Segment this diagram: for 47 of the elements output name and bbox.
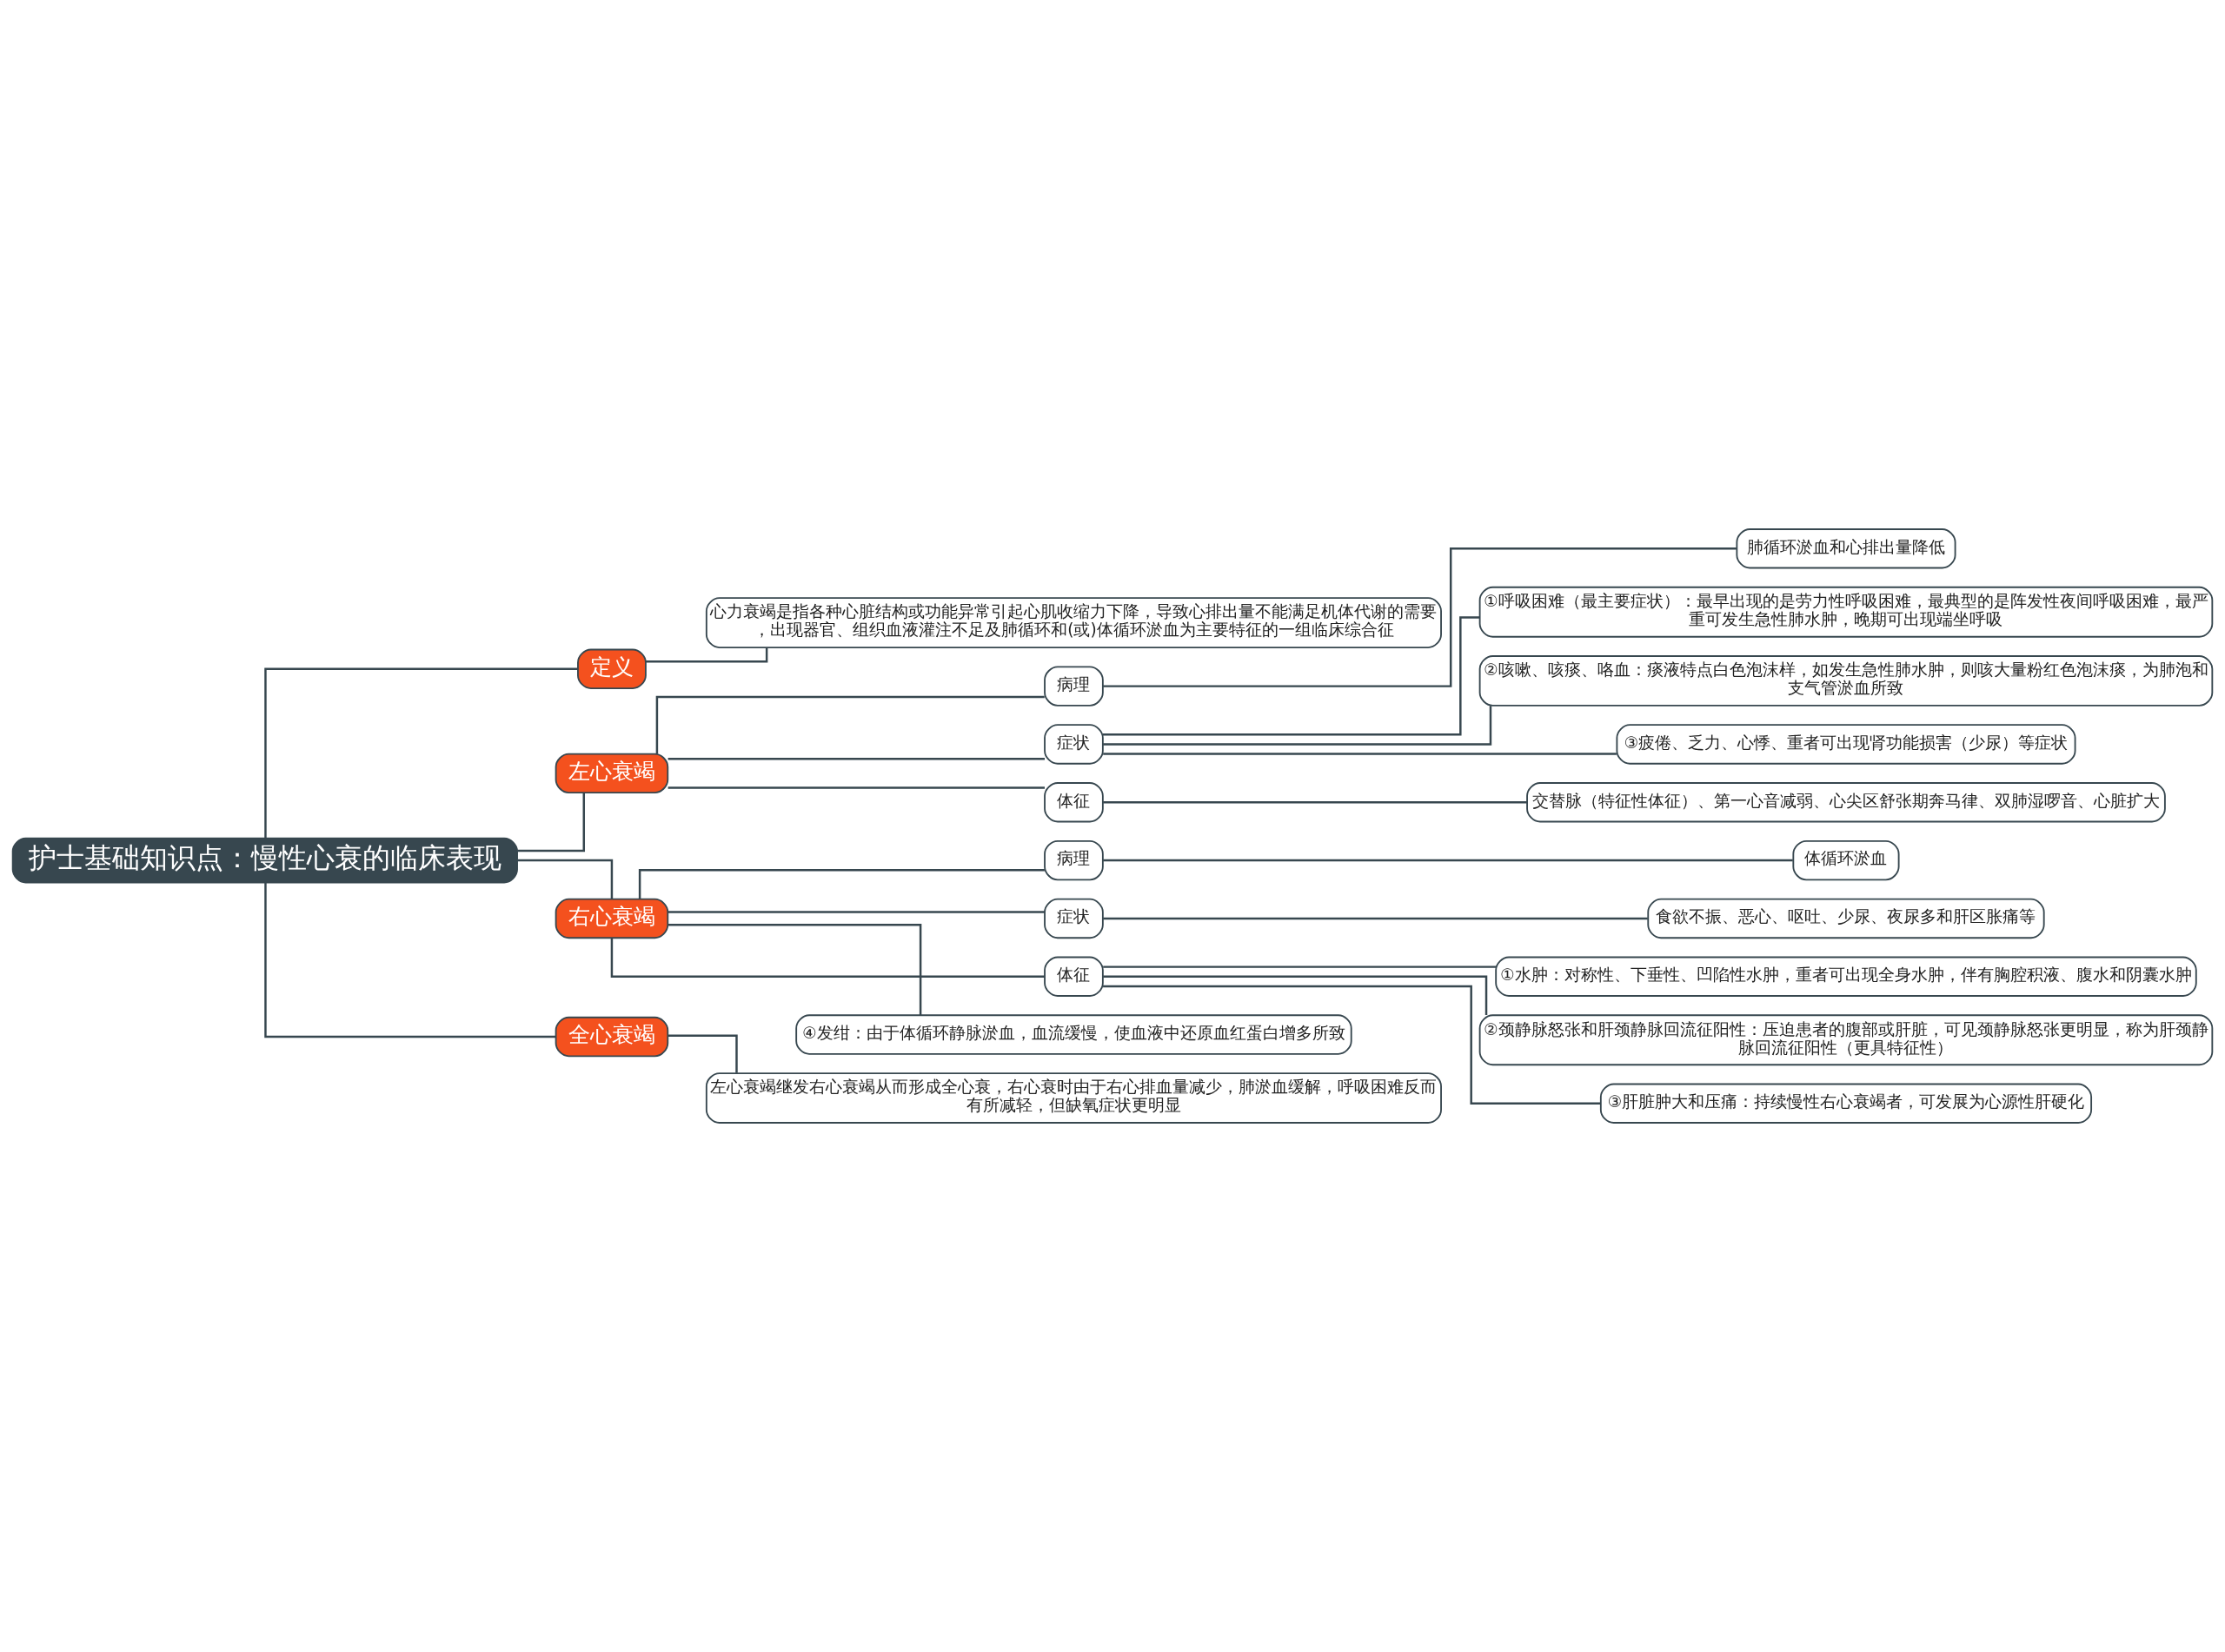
connector bbox=[646, 647, 768, 663]
node-box: 交替脉（特征性体征）、第一心音减弱、心尖区舒张期奔马律、双肺湿啰音、心脏扩大 bbox=[1526, 782, 2166, 823]
connector bbox=[517, 859, 614, 899]
node-box: 左心衰竭继发右心衰竭从而形成全心衰，右心衰时由于右心排血量减少，肺淤血缓解，呼吸困难反而有所减轻，但缺氧症状更明显 bbox=[705, 1072, 1442, 1124]
connector bbox=[668, 786, 1046, 789]
node-box: 症状 bbox=[1044, 724, 1104, 765]
node-box: 心力衰竭是指各种心脏结构或功能异常引起心肌收缩力下降，导致心排出量不能满足机体代谢的需要，出现器官、组织血液灌注不足及肺循环和(或)体循环淤血为主要特征的一组临床综合征 bbox=[705, 597, 1442, 648]
node-box: 肺循环淤血和心排出量降低 bbox=[1736, 528, 1956, 569]
connector bbox=[638, 869, 1045, 899]
node-box: ③疲倦、乏力、心悸、重者可出现肾功能损害（少尿）等症状 bbox=[1616, 724, 2076, 765]
connector bbox=[264, 882, 556, 1038]
connector bbox=[1103, 547, 1737, 687]
connector bbox=[1103, 859, 1793, 862]
connector bbox=[1103, 917, 1648, 920]
node-box: ④发绀：由于体循环静脉淤血，血流缓慢，使血液中还原血红蛋白增多所致 bbox=[795, 1014, 1352, 1055]
connector bbox=[1102, 616, 1480, 736]
connector bbox=[655, 695, 1045, 754]
connector bbox=[1103, 801, 1527, 804]
connector bbox=[1103, 965, 1496, 968]
node-box: 体循环淤血 bbox=[1792, 839, 1900, 881]
connector bbox=[668, 1034, 738, 1073]
connector bbox=[668, 911, 1046, 913]
node-box: 体征 bbox=[1044, 782, 1104, 823]
node-box: 定义 bbox=[577, 648, 647, 690]
connector bbox=[1103, 975, 1488, 1015]
node-box: 右心衰竭 bbox=[555, 898, 669, 939]
node-box: 病理 bbox=[1044, 839, 1104, 881]
node-box: ②咳嗽、咳痰、咯血：痰液特点白色泡沫样，如发生急性肺水肿，则咳大量粉红色泡沫痰，为肺泡和支气管淤血所致 bbox=[1478, 655, 2214, 707]
node-box: ②颈静脉怒张和肝颈静脉回流征阳性：压迫患者的腹部或肝脏，可见颈静脉怒张更明显，称为肝颈静脉回流征阳性（更具特征性） bbox=[1478, 1014, 2214, 1066]
node-box: ①呼吸困难（最主要症状）：最早出现的是劳力性呼吸困难，最典型的是阵发性夜间呼吸困难，最严重可发生急性肺水肿，晚期可出现端坐呼吸 bbox=[1478, 586, 2214, 638]
connector bbox=[668, 924, 922, 1015]
node-box: ③肝脏肿大和压痛：持续慢性右心衰竭者，可发展为心源性肝硬化 bbox=[1599, 1083, 2093, 1124]
node-box: 全心衰竭 bbox=[555, 1016, 669, 1058]
node-box: 食欲不振、恶心、呕吐、少尿、夜尿多和肝区胀痛等 bbox=[1647, 898, 2045, 939]
node-box: 症状 bbox=[1044, 898, 1104, 939]
connector bbox=[1103, 753, 1617, 755]
node-box: 左心衰竭 bbox=[555, 753, 669, 794]
connector bbox=[610, 938, 1045, 978]
node-box: 体征 bbox=[1044, 956, 1104, 997]
connector bbox=[1103, 706, 1492, 746]
connector bbox=[1103, 985, 1601, 1105]
node-box: ①水肿：对称性、下垂性、凹陷性水肿，重者可出现全身水肿，伴有胸腔积液、腹水和阴囊水肿 bbox=[1495, 956, 2197, 997]
connector bbox=[264, 667, 578, 839]
node-box: 病理 bbox=[1044, 666, 1104, 707]
connector bbox=[668, 757, 1046, 760]
connector bbox=[517, 793, 585, 853]
node-box: 护士基础知识点：慢性心衰的临床表现 bbox=[11, 837, 518, 884]
